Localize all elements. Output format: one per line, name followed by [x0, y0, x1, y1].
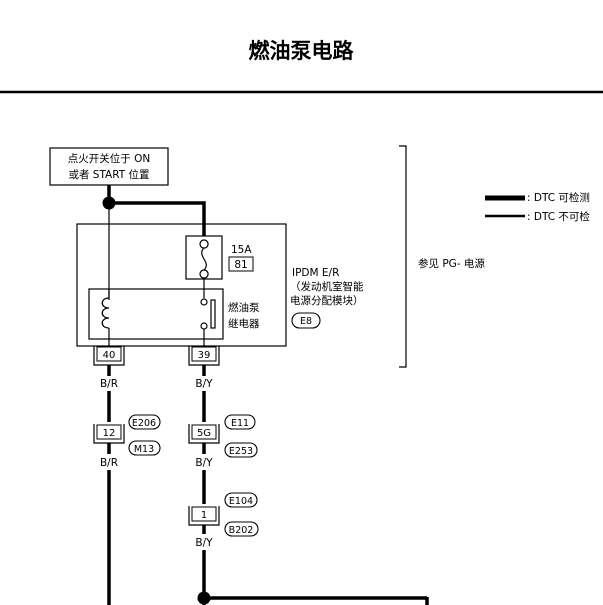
terminal-39-label: 39	[198, 350, 211, 361]
fuse-box	[185, 235, 223, 280]
relay-coil-icon	[101, 297, 110, 329]
fuse-icon	[199, 239, 209, 279]
fuse-number-box	[228, 256, 254, 272]
reference-bracket	[399, 145, 407, 368]
ignition-label-line1: 点火开关位于 ON	[68, 152, 150, 165]
left-conn-top-label: E206	[132, 418, 156, 429]
ipdm-label-line2: （发动机室智能	[290, 280, 364, 293]
right-joint-box	[191, 424, 217, 440]
right-conn2-bottom-badge	[224, 521, 259, 537]
relay-switch-blade	[210, 299, 216, 329]
legend-thin-label: : DTC 不可检	[527, 210, 590, 223]
right-joint-pin: 5G	[197, 428, 211, 439]
terminal-39-box	[191, 346, 217, 362]
right-joint2-box	[191, 506, 217, 522]
fuse-number: 81	[234, 259, 247, 271]
legend-thick-label: : DTC 可检测	[527, 191, 590, 204]
right-conn-bottom-badge	[224, 442, 258, 458]
left-joint-pin: 12	[103, 428, 116, 439]
relay-contact-bottom	[200, 322, 208, 330]
right-wire2-color: B/Y	[195, 457, 213, 469]
relay-label-line2: 继电器	[228, 317, 260, 330]
left-joint-box	[96, 424, 122, 440]
right-conn-top-badge	[224, 414, 256, 430]
terminal-40-label: 40	[103, 350, 116, 361]
ipdm-connector-label: E8	[300, 316, 312, 327]
right-joint2-pin: 1	[201, 510, 207, 521]
fuse-rating: 15A	[231, 244, 252, 256]
left-conn-bottom-label: M13	[134, 444, 154, 455]
fuse-feed-wire	[109, 201, 206, 236]
right-conn2-bottom-label: B202	[229, 525, 254, 536]
right-conn-top-label: E11	[231, 418, 249, 429]
left-wire1-color: B/R	[100, 378, 118, 390]
right-conn-bottom-label: E253	[229, 446, 253, 457]
right-wire3-color: B/Y	[195, 537, 213, 549]
relay-box	[88, 288, 224, 340]
relay-label-line1: 燃油泵	[228, 301, 260, 314]
reference-note: 参见 PG- 电源	[418, 257, 485, 270]
terminal-40-box	[96, 346, 122, 362]
right-conn2-top-label: E104	[229, 496, 253, 507]
left-conn-bottom-badge	[128, 440, 161, 456]
ipdm-box	[76, 223, 287, 347]
relay-contact-top	[200, 298, 208, 306]
ipdm-connector-badge	[291, 312, 321, 329]
right-wire1-color: B/Y	[195, 378, 213, 390]
right-conn2-top-badge	[224, 492, 258, 508]
diagram-title: 燃油泵电路	[249, 39, 355, 63]
left-conn-top-badge	[128, 414, 161, 430]
ipdm-label-line3: 电源分配模块）	[290, 294, 364, 307]
ignition-label-line2: 或者 START 位置	[68, 168, 149, 181]
ipdm-label-line1: IPDM E/R	[292, 267, 339, 279]
left-wire2-color: B/R	[100, 457, 118, 469]
